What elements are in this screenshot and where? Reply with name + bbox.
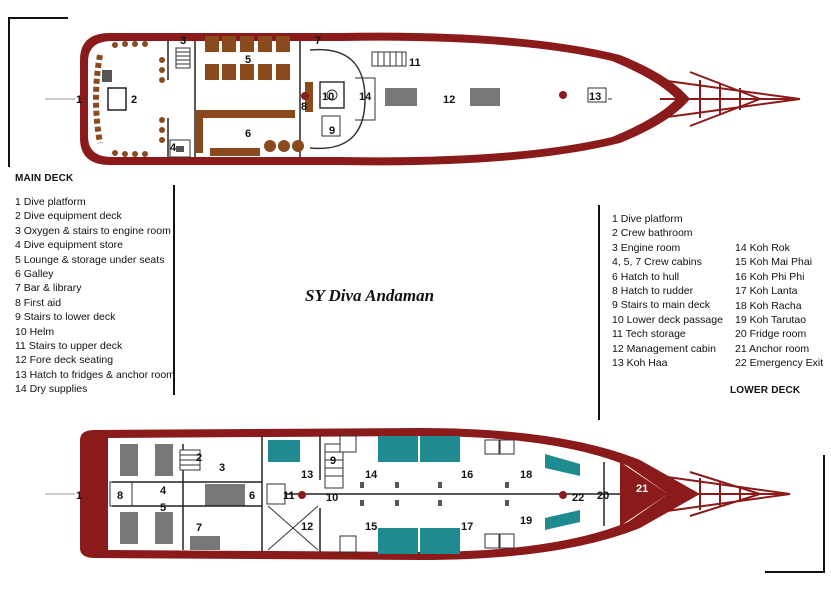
- lower-bowsprit: [659, 471, 791, 517]
- frame-right: [823, 455, 825, 573]
- legend-item: 14 Dry supplies: [15, 383, 88, 396]
- main-label-14: 14: [359, 91, 372, 103]
- legend-item: 13 Koh Haa: [612, 357, 668, 370]
- main-label-11: 11: [409, 57, 421, 69]
- lower-label-18: 18: [520, 469, 532, 481]
- lower-label-9: 9: [330, 455, 336, 467]
- lower-label-11: 11: [283, 490, 295, 502]
- legend-item: 2 Dive equipment deck: [15, 210, 122, 223]
- lower-label-3: 3: [219, 462, 225, 474]
- legend-item: 13 Hatch to fridges & anchor room: [15, 368, 175, 381]
- lower-label-14: 14: [365, 469, 378, 481]
- lower-label-17: 17: [461, 521, 473, 533]
- legend-item: 9 Stairs to main deck: [612, 299, 711, 312]
- legend-item: 14 Koh Rok: [735, 242, 790, 254]
- main-label-3: 3: [180, 35, 186, 47]
- legend-item: 5 Lounge & storage under seats: [15, 253, 165, 266]
- lower-deck-heading: LOWER DECK: [730, 385, 801, 396]
- legend-item: 11 Tech storage: [612, 328, 686, 341]
- lower-label-4: 4: [160, 485, 167, 497]
- lower-label-21: 21: [636, 483, 648, 495]
- lower-label-13: 13: [301, 469, 313, 481]
- legend-item: 21 Anchor room: [735, 342, 810, 355]
- main-label-13: 13: [589, 91, 601, 103]
- legend-item: 19 Koh Tarutao: [735, 314, 807, 327]
- legend-item: 3 Oxygen & stairs to engine room: [15, 224, 171, 237]
- lower-label-15: 15: [365, 521, 377, 533]
- legend-item: 12 Fore deck seating: [15, 354, 114, 367]
- legend-item: 10 Lower deck passage: [612, 313, 723, 326]
- lower-label-5: 5: [160, 502, 166, 514]
- lower-label-12: 12: [301, 521, 313, 533]
- main-label-9: 9: [329, 125, 335, 137]
- main-deck-plan: 1 2 3 4 5 6 7 8 9 10 11 12 13 14: [45, 32, 801, 166]
- legend-item: 1 Dive platform: [612, 213, 683, 225]
- main-label-7: 7: [315, 35, 321, 47]
- legend-item: 15 Koh Mai Phai: [735, 256, 813, 269]
- page-title: SY Diva Andaman: [305, 286, 435, 305]
- legend-item: 4, 5, 7 Crew cabins: [612, 256, 702, 269]
- lower-label-2: 2: [196, 452, 202, 464]
- frame-lower-legend: [598, 205, 600, 420]
- main-label-1: 1: [76, 94, 82, 106]
- main-label-6: 6: [245, 128, 251, 140]
- legend-item: 17 Koh Lanta: [735, 285, 798, 298]
- frame-left: [8, 17, 10, 167]
- lower-label-22: 22: [572, 492, 584, 504]
- legend-item: 18 Koh Racha: [735, 299, 802, 312]
- main-label-4: 4: [170, 142, 177, 154]
- main-label-2: 2: [131, 94, 137, 106]
- lower-label-6: 6: [249, 490, 255, 502]
- legend-item: 2 Crew bathroom: [612, 227, 693, 240]
- frame-top-left: [8, 17, 68, 19]
- legend-item: 7 Bar & library: [15, 282, 82, 295]
- legend-item: 20 Fridge room: [735, 328, 807, 341]
- main-label-5: 5: [245, 54, 251, 66]
- legend-item: 4 Dive equipment store: [15, 239, 123, 252]
- lower-label-10: 10: [326, 492, 338, 504]
- main-label-10: 10: [322, 91, 334, 103]
- legend-item: 22 Emergency Exit: [735, 357, 824, 370]
- lower-label-19: 19: [520, 515, 532, 527]
- lower-deck-legend-col2: 14 Koh Rok 15 Koh Mai Phai 16 Koh Phi Ph…: [735, 241, 823, 371]
- legend-item: 8 Hatch to rudder: [612, 285, 694, 298]
- legend-item: 16 Koh Phi Phi: [735, 270, 805, 283]
- lower-label-16: 16: [461, 469, 473, 481]
- main-deck-legend: 1 Dive platform 2 Dive equipment deck 3 …: [15, 195, 175, 397]
- frame-main-legend: [173, 185, 175, 395]
- main-label-12: 12: [443, 94, 455, 106]
- main-label-8: 8: [301, 101, 307, 113]
- lower-deck-plan: 1 2 3 4 5 6 7 8 9 10 11 12 13 14 15 16 1…: [45, 428, 791, 560]
- lower-label-1: 1: [76, 490, 82, 502]
- legend-item: 6 Galley: [15, 268, 54, 281]
- lower-label-7: 7: [196, 522, 202, 534]
- frame-bottom-right: [765, 571, 825, 573]
- legend-item: 3 Engine room: [612, 241, 681, 254]
- legend-item: 8 First aid: [15, 296, 62, 309]
- legend-item: 9 Stairs to lower deck: [15, 311, 116, 324]
- lower-label-8: 8: [117, 490, 123, 502]
- legend-item: 1 Dive platform: [15, 196, 86, 208]
- legend-item: 12 Management cabin: [612, 342, 716, 355]
- legend-item: 6 Hatch to hull: [612, 270, 680, 283]
- main-bowsprit: [659, 71, 801, 127]
- main-deck-heading: MAIN DECK: [15, 173, 74, 184]
- legend-item: 10 Helm: [15, 325, 55, 338]
- lower-label-20: 20: [597, 490, 609, 502]
- lower-deck-legend-col1: 1 Dive platform 2 Crew bathroom 3 Engine…: [612, 212, 723, 370]
- legend-item: 11 Stairs to upper deck: [15, 340, 123, 353]
